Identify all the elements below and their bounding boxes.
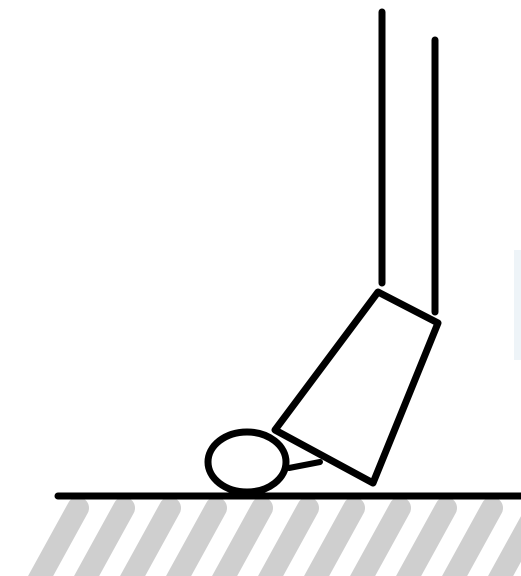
ball: [204, 428, 290, 496]
ground-hatch-stroke: [28, 497, 89, 576]
ground-hatch-stroke: [488, 516, 521, 576]
ground-hatch-stroke: [212, 497, 273, 576]
ground-hatch-stroke: [120, 497, 181, 576]
ground-hatch-stroke: [166, 497, 227, 576]
ground-hatch-stroke: [258, 497, 319, 576]
ground-hatch-stroke: [350, 497, 411, 576]
kick-contact-line: [286, 459, 323, 471]
ground-hatch-stroke: [74, 497, 135, 576]
ground-hatch-stroke: [396, 497, 457, 576]
foot-block: [271, 288, 442, 487]
ground-hatching: [28, 497, 521, 576]
edge-tint: [514, 250, 521, 360]
ground-hatch-stroke: [442, 497, 503, 576]
ground-hatch-stroke: [304, 497, 365, 576]
